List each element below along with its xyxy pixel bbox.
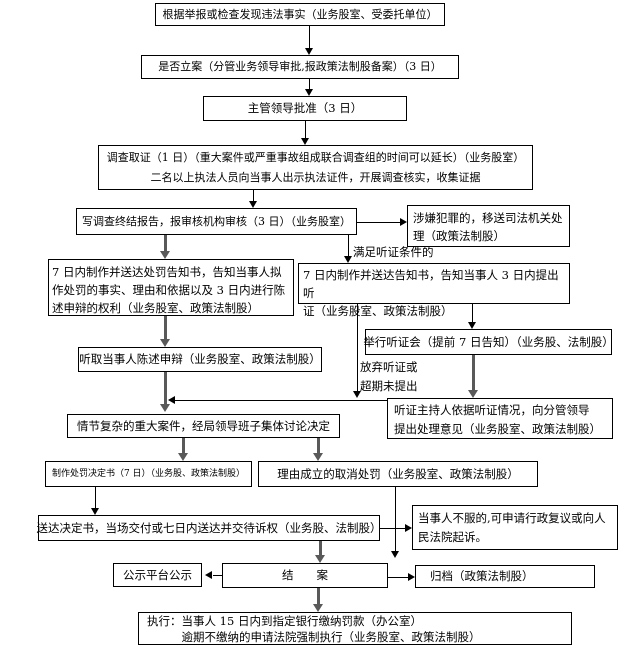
arrow-notice-holdhearing-head bbox=[468, 322, 476, 329]
node-penalty-notice: 7 日内制作并送达处罚告知书，告知当事人拟 作处罚的事实、理由和依据以及 3 日… bbox=[48, 259, 294, 316]
arrow-collective-decision-line bbox=[182, 438, 185, 454]
arrow-investigate-report-head bbox=[249, 201, 257, 208]
arrow-decision-deliver-head bbox=[91, 508, 99, 515]
arrow-hearing-host-head bbox=[468, 390, 478, 398]
arrow-notice-listen-line bbox=[164, 316, 167, 340]
arrow-close-execute-line bbox=[317, 588, 320, 605]
arrow-deliver-close-line bbox=[319, 541, 322, 556]
node-discover-facts: 根据举报或检查发现违法事实（业务股室、受委托单位） bbox=[155, 3, 445, 26]
node-file-case: 是否立案（分管业务领导审批,报政策法制股备案）（3 日） bbox=[141, 55, 459, 79]
arrow-discover-filecase-head bbox=[305, 48, 313, 55]
node-hold-hearing: 举行听证会（提前 7 日告知）（业务股、法制股） bbox=[363, 329, 614, 355]
node-leader-approve: 主管领导批准（3 日） bbox=[203, 96, 407, 121]
arrow-report-penaltynotice-head bbox=[160, 251, 170, 259]
arrow-listen-collective-head bbox=[160, 404, 170, 412]
node-collective-decision: 情节复杂的重大案件，经局领导班子集体讨论决定 bbox=[67, 414, 340, 438]
node-make-decision: 制作处罚决定书（7 日）（业务股、政策法制股） bbox=[45, 461, 252, 487]
node-execute: 执行：当事人 15 日内到指定银行缴纳罚款（办公室） 逾期不缴纳的申请法院强制执… bbox=[138, 612, 572, 645]
arrow-report-hearingnotice-line bbox=[348, 235, 349, 256]
arrow-notice-listen-head bbox=[160, 339, 170, 347]
arrow-cancel-close-head bbox=[391, 551, 399, 558]
arrow-deliver-close-head bbox=[315, 555, 325, 563]
arrow-report-hearingnotice-head bbox=[344, 256, 352, 263]
arrow-decision-deliver-line bbox=[95, 487, 96, 508]
arrow-close-archive-head bbox=[408, 573, 415, 581]
arrow-cancel-close-line bbox=[395, 487, 396, 551]
arrow-filecase-leader-head bbox=[305, 89, 313, 96]
node-close-case: 结 案 bbox=[222, 563, 388, 588]
label-meet-hearing-condition: 满足听证条件的 bbox=[353, 245, 434, 259]
arrow-host-merge-head bbox=[168, 396, 175, 404]
node-transfer-judicial: 涉嫌犯罪的，移送司法机关处 理（政策法制股） bbox=[407, 205, 570, 247]
arrow-close-archive-line bbox=[388, 577, 408, 578]
arrow-deliver-appeal-head bbox=[405, 524, 412, 532]
node-hearing-host: 听证主持人依据听证情况，向分管领导 提出处理意见（业务股室、政策法制股） bbox=[387, 398, 613, 439]
arrow-report-judicial-line bbox=[357, 222, 400, 223]
node-publicity: 公示平台公示 bbox=[113, 563, 202, 587]
node-cancel-penalty: 理由成立的取消处罚（业务股室、政策法制股） bbox=[258, 461, 538, 487]
node-appeal: 当事人不服的,可申请行政复议或向人 民法院起诉。 bbox=[412, 505, 618, 550]
arrow-close-publicity-line bbox=[213, 575, 222, 576]
arrow-waive-hearing-head bbox=[353, 391, 361, 398]
arrow-deliver-appeal-line bbox=[380, 528, 405, 529]
node-deliver-decision: 送达决定书，当场交付或七日内送达并交待诉权（业务股、法制股） bbox=[37, 515, 382, 541]
node-archive: 归档（政策法制股） bbox=[415, 565, 595, 588]
arrow-leader-investigate-line bbox=[305, 121, 306, 139]
arrow-hearing-host-line bbox=[472, 355, 475, 391]
arrow-investigate-report-line bbox=[253, 190, 254, 202]
arrow-report-judicial-head bbox=[400, 218, 407, 226]
arrow-waive-hearing-line bbox=[357, 304, 358, 392]
node-listen-statement: 听取当事人陈述申辩（业务股室、政策法制股） bbox=[78, 347, 322, 372]
arrow-leader-investigate-head bbox=[301, 138, 309, 145]
arrow-listen-collective-line bbox=[164, 372, 167, 406]
node-final-report: 写调查终结报告，报审核机构审核（3 日）（业务股室） bbox=[76, 208, 357, 235]
arrow-report-penaltynotice-line bbox=[164, 235, 167, 252]
node-hearing-notice: 7 日内制作并送达告知书，告知当事人 3 日内提出听 证（业务股室、政策法制股） bbox=[298, 263, 570, 318]
node-investigate: 调查取证（1 日）（重大案件或严重事故组成联合调查组的时间可以延长）（业务股室）… bbox=[98, 145, 533, 190]
arrow-collective-cancel-line bbox=[317, 438, 320, 454]
label-waive-hearing: 放弃听证或 超期未提出 bbox=[360, 360, 418, 393]
arrow-close-publicity-head bbox=[205, 571, 212, 579]
arrow-notice-holdhearing-line bbox=[472, 304, 473, 323]
arrow-collective-cancel-head bbox=[313, 453, 323, 461]
arrow-discover-filecase-line bbox=[309, 26, 310, 49]
arrow-collective-decision-head bbox=[178, 453, 188, 461]
arrow-host-merge-line bbox=[175, 400, 387, 401]
arrow-close-execute-head bbox=[313, 604, 323, 612]
arrow-filecase-leader-line bbox=[309, 79, 310, 90]
